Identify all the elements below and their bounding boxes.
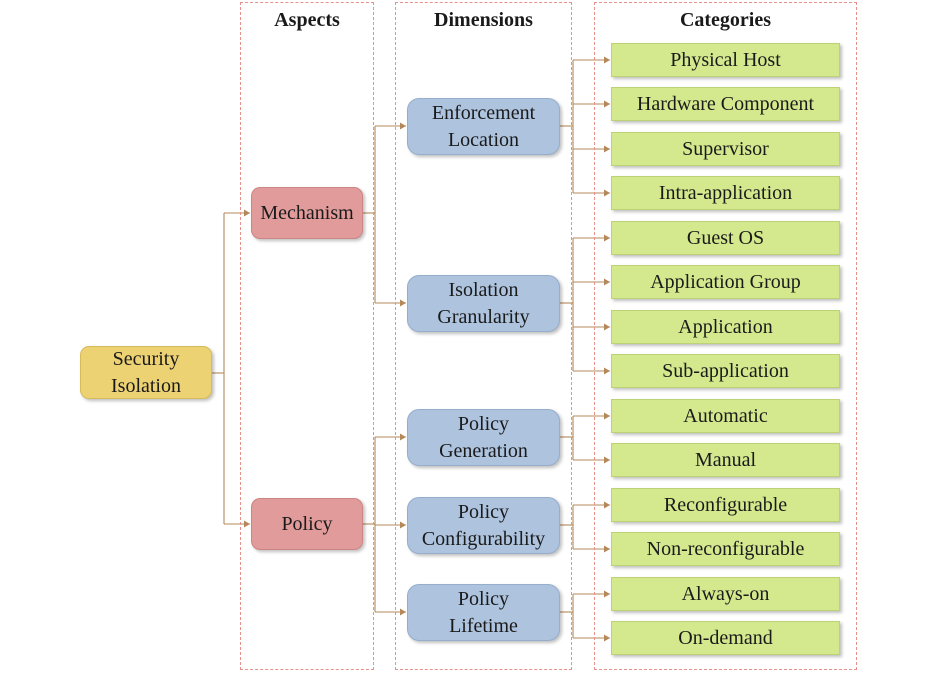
category-label: Sub-application — [662, 359, 789, 382]
connector-arrowhead — [244, 209, 250, 217]
category-node-non-reconfigurable: Non-reconfigurable — [611, 532, 840, 566]
category-node-always-on: Always-on — [611, 577, 840, 611]
aspect-label: Mechanism — [260, 201, 354, 224]
category-label: Application Group — [650, 270, 801, 293]
connector-arrowhead — [604, 590, 610, 598]
category-node-guest-os: Guest OS — [611, 221, 840, 255]
category-label: Application — [678, 315, 773, 338]
category-label: Guest OS — [686, 226, 765, 249]
connector-arrowhead — [604, 323, 610, 331]
dimension-line-1: Policy — [457, 412, 510, 435]
connector-arrowhead — [604, 278, 610, 286]
connector-arrowhead — [400, 433, 406, 441]
connector-arrowhead — [604, 100, 610, 108]
category-label: Hardware Component — [636, 92, 815, 115]
category-label: Intra-application — [658, 181, 793, 204]
category-label: Non-reconfigurable — [646, 537, 805, 560]
category-node-automatic: Automatic — [611, 399, 840, 433]
root-line-1: Security — [112, 347, 180, 370]
connector-arrowhead — [400, 122, 406, 130]
category-node-supervisor: Supervisor — [611, 132, 840, 166]
category-node-manual: Manual — [611, 443, 840, 477]
category-node-on-demand: On-demand — [611, 621, 840, 655]
aspect-label: Policy — [281, 512, 333, 535]
category-node-hardware-component: Hardware Component — [611, 87, 840, 121]
dimension-line-1: Isolation — [448, 278, 519, 301]
connector-arrowhead — [604, 234, 610, 242]
dimension-line-2: Configurability — [421, 527, 546, 550]
dimension-line-2: Lifetime — [449, 614, 518, 637]
category-label: Reconfigurable — [663, 493, 788, 516]
connector-arrowhead — [400, 608, 406, 616]
dimension-line-1: Policy — [457, 500, 510, 523]
categories-header: Categories — [679, 9, 772, 31]
aspect-node-policy: Policy — [251, 498, 363, 550]
category-node-application: Application — [611, 310, 840, 344]
connector-arrowhead — [604, 634, 610, 642]
dimension-line-1: Enforcement — [431, 101, 536, 124]
connector-arrowhead — [604, 412, 610, 420]
aspects-header: Aspects — [274, 9, 340, 31]
connector-arrowhead — [604, 545, 610, 553]
connector-arrowhead — [604, 56, 610, 64]
category-node-physical-host: Physical Host — [611, 43, 840, 77]
dimensions-column — [395, 2, 572, 670]
category-node-application-group: Application Group — [611, 265, 840, 299]
category-node-reconfigurable: Reconfigurable — [611, 488, 840, 522]
dimension-line-2: Location — [447, 128, 520, 151]
connector-arrowhead — [604, 501, 610, 509]
aspect-node-mechanism: Mechanism — [251, 187, 363, 239]
category-node-sub-application: Sub-application — [611, 354, 840, 388]
dimension-line-1: Policy — [457, 587, 510, 610]
connector-arrowhead — [604, 189, 610, 197]
category-label: Supervisor — [682, 137, 769, 160]
connector-arrowhead — [604, 456, 610, 464]
categories-column — [594, 2, 857, 670]
connector-arrowhead — [604, 367, 610, 375]
dimension-line-2: Generation — [439, 439, 528, 462]
aspects-column — [240, 2, 374, 670]
connector-arrowhead — [400, 521, 406, 529]
connector-arrowhead — [604, 145, 610, 153]
dimension-line-2: Granularity — [437, 305, 530, 328]
root-line-2: Isolation — [111, 374, 181, 397]
connector-arrowhead — [400, 299, 406, 307]
category-label: On-demand — [678, 626, 773, 649]
dimensions-header: Dimensions — [434, 9, 533, 31]
category-node-intra-application: Intra-application — [611, 176, 840, 210]
category-label: Always-on — [681, 582, 770, 605]
connector-arrowhead — [244, 520, 250, 528]
category-label: Automatic — [683, 404, 768, 427]
category-label: Manual — [694, 448, 757, 471]
category-label: Physical Host — [670, 48, 781, 71]
